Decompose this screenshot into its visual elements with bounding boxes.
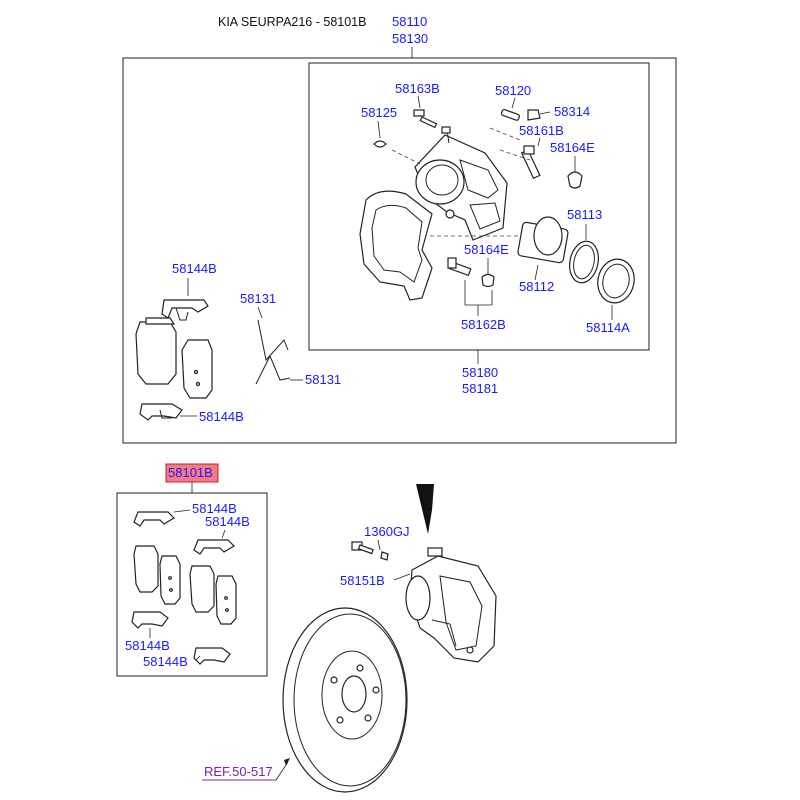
label-58181[interactable]: 58181 bbox=[462, 381, 498, 396]
pad-clip-lower-icon bbox=[139, 403, 183, 421]
leader-line bbox=[377, 539, 381, 551]
diagram-title: KIA SEURPA216 - 58101B bbox=[218, 15, 366, 29]
guide-pin-icon bbox=[447, 257, 495, 316]
label-58180[interactable]: 58180 bbox=[462, 365, 498, 380]
leader-line bbox=[257, 306, 263, 319]
brake-pad-inner-icon bbox=[181, 339, 213, 399]
label-58144b-c[interactable]: 58144B bbox=[192, 501, 237, 516]
label-58161b[interactable]: 58161B bbox=[519, 123, 564, 138]
label-58144b-a[interactable]: 58144B bbox=[172, 261, 217, 276]
caliper-assembly-frame bbox=[122, 57, 677, 444]
kit-pad-4-icon bbox=[215, 575, 237, 625]
kit-pad-2-icon bbox=[159, 555, 181, 605]
anti-rattle-spring-icon bbox=[255, 319, 291, 385]
label-1360gj[interactable]: 1360GJ bbox=[364, 524, 410, 539]
caliper-bracket-icon bbox=[359, 190, 433, 301]
mounted-caliper-icon bbox=[405, 547, 497, 663]
brake-disc-icon bbox=[282, 607, 408, 793]
dashed-guide bbox=[499, 149, 531, 161]
label-58144b-b[interactable]: 58144B bbox=[199, 409, 244, 424]
label-58110[interactable]: 58110 bbox=[392, 14, 427, 29]
kit-clip-lower-left-icon bbox=[131, 611, 169, 638]
dashed-guide bbox=[391, 149, 421, 165]
label-58131-b[interactable]: 58131 bbox=[305, 372, 341, 387]
label-58164e-top[interactable]: 58164E bbox=[550, 140, 595, 155]
kit-clip-lower-right-icon bbox=[193, 647, 231, 665]
label-58164e-mid[interactable]: 58164E bbox=[464, 242, 509, 257]
piston-icon bbox=[517, 216, 569, 281]
ref-link[interactable]: REF.50-517 bbox=[204, 764, 273, 779]
label-58144b-f[interactable]: 58144B bbox=[143, 654, 188, 669]
label-58101b[interactable]: 58101B bbox=[168, 465, 213, 480]
ref-arrow-icon bbox=[284, 758, 290, 766]
hex-bolt-icon bbox=[351, 541, 389, 561]
location-arrow-icon bbox=[416, 484, 434, 534]
pad-kit-frame bbox=[116, 492, 268, 677]
caliper-subassembly-frame bbox=[308, 62, 650, 351]
bolt-58163b-icon bbox=[413, 95, 438, 129]
dust-boot-icon bbox=[597, 258, 635, 320]
label-58125[interactable]: 58125 bbox=[361, 105, 397, 120]
label-58112[interactable]: 58112 bbox=[519, 279, 554, 294]
kit-pad-3-icon bbox=[189, 565, 215, 613]
guide-bolt-icon bbox=[520, 137, 541, 180]
label-58162b[interactable]: 58162B bbox=[461, 317, 506, 332]
pad-clip-upper-icon bbox=[161, 299, 209, 321]
label-58144b-e[interactable]: 58144B bbox=[125, 638, 170, 653]
brake-pad-outer-icon bbox=[135, 317, 177, 385]
label-58114a[interactable]: 58114A bbox=[586, 320, 630, 335]
kit-clip-upper-right-icon bbox=[193, 529, 235, 555]
label-58130[interactable]: 58130 bbox=[392, 31, 428, 46]
label-58163b[interactable]: 58163B bbox=[395, 81, 440, 96]
label-58314[interactable]: 58314 bbox=[554, 104, 590, 119]
label-58131-a[interactable]: 58131 bbox=[240, 291, 276, 306]
kit-pad-1-icon bbox=[133, 545, 159, 593]
label-58151b[interactable]: 58151B bbox=[340, 573, 385, 588]
label-58113[interactable]: 58113 bbox=[567, 207, 602, 222]
dashed-guide bbox=[489, 127, 521, 141]
bleeder-screw-icon bbox=[500, 97, 551, 121]
label-58144b-d[interactable]: 58144B bbox=[205, 514, 250, 529]
caliper-body-icon bbox=[414, 126, 508, 241]
cap-58125-icon bbox=[373, 120, 387, 148]
leader-line bbox=[393, 573, 411, 581]
boot-icon bbox=[567, 156, 583, 189]
kit-clip-upper-left-icon bbox=[133, 509, 191, 527]
piston-seal-icon bbox=[569, 224, 599, 284]
label-58120[interactable]: 58120 bbox=[495, 83, 531, 98]
